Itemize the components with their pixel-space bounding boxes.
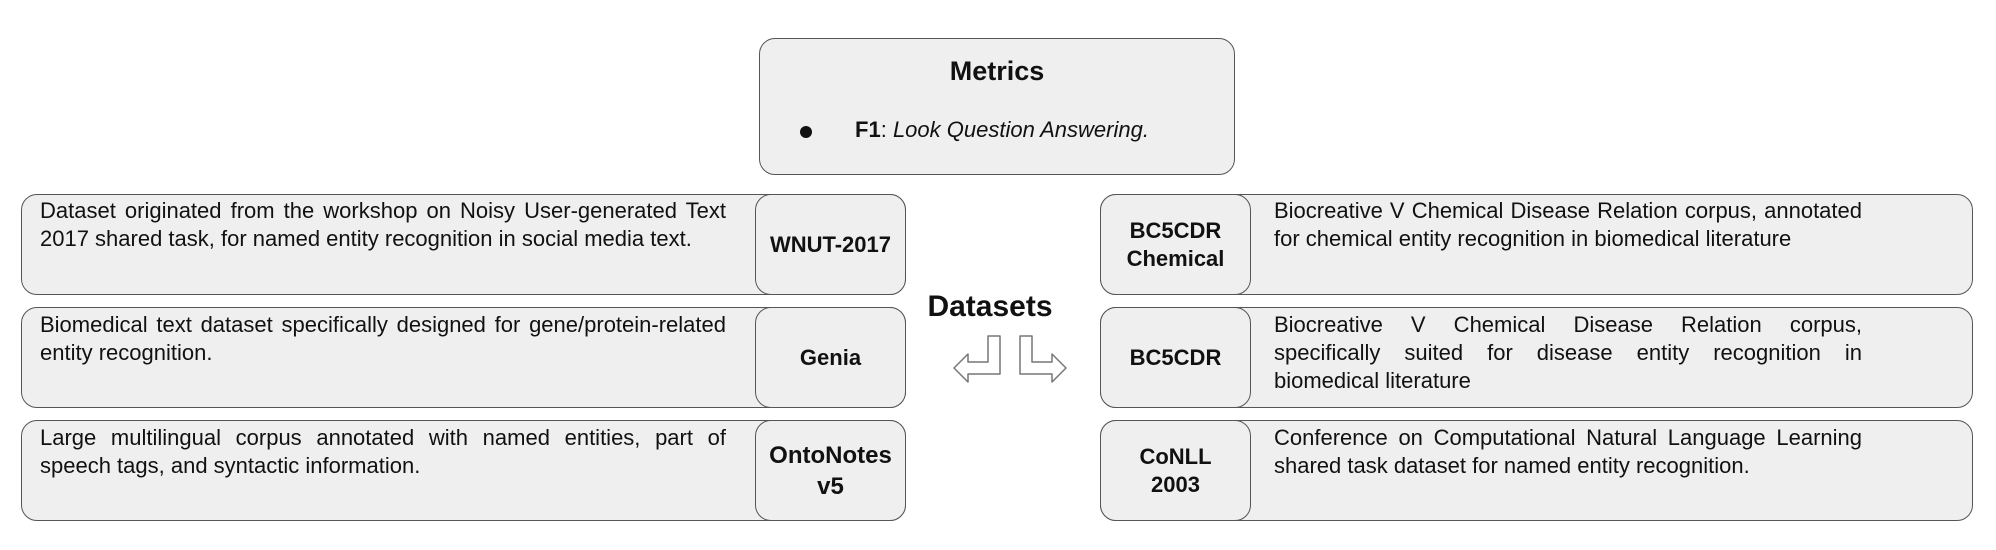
dataset-name: BC5CDR Chemical <box>1100 194 1251 295</box>
split-arrows-icon <box>953 335 1067 383</box>
dataset-description: Biocreative V Chemical Disease Relation … <box>1274 312 1862 393</box>
metrics-title: Metrics <box>949 56 1045 86</box>
dataset-name: CoNLL 2003 <box>1100 420 1251 521</box>
dataset-description: Large multilingual corpus annotated with… <box>40 425 726 478</box>
dataset-description: Dataset originated from the workshop on … <box>40 198 726 251</box>
dataset-name: OntoNotes v5 <box>755 420 906 521</box>
bullet-icon <box>800 126 812 138</box>
metric-label: F1 <box>855 117 881 142</box>
dataset-name: WNUT-2017 <box>755 194 906 295</box>
right-turn-arrow-icon <box>1019 335 1067 383</box>
dataset-description: Conference on Computational Natural Lang… <box>1274 425 1862 478</box>
metrics-item: F1: Look Question Answering. <box>855 117 1149 143</box>
metric-separator: : <box>880 117 887 142</box>
metric-description: Look Question Answering. <box>892 117 1149 142</box>
dataset-description: Biomedical text dataset specifically des… <box>40 312 726 365</box>
dataset-name: Genia <box>755 307 906 408</box>
left-turn-arrow-icon <box>953 335 1001 383</box>
dataset-name: BC5CDR <box>1100 307 1251 408</box>
metrics-box <box>759 38 1235 175</box>
dataset-description: Biocreative V Chemical Disease Relation … <box>1274 198 1862 251</box>
datasets-title: Datasets <box>927 290 1053 323</box>
